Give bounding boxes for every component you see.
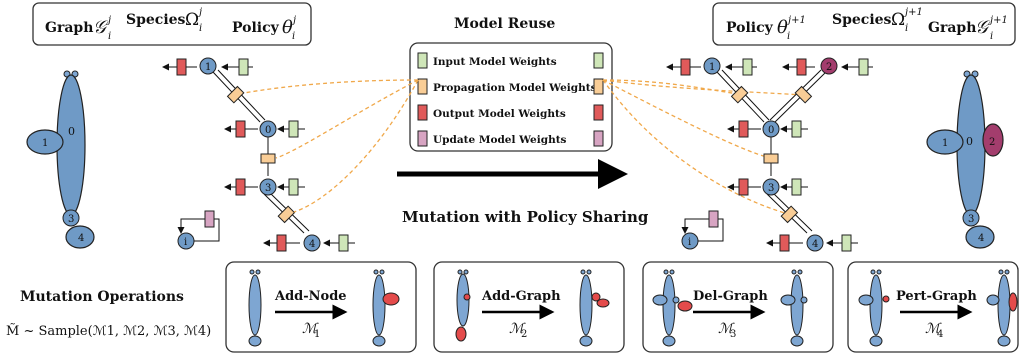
right-creature: 0 1 2 3 4 xyxy=(926,70,1004,249)
right-node-3: 3 xyxy=(768,183,774,194)
left-node-4: 4 xyxy=(309,239,315,250)
left-species-sub: i xyxy=(199,23,202,34)
op-label-pert-graph: Pert-Graph xyxy=(896,289,977,304)
legend-swatch-left xyxy=(417,130,428,147)
op-label-del-graph: Del-Graph xyxy=(693,289,768,304)
left-creature: 0 1 3 4 xyxy=(26,70,95,249)
op-sub-add-graph: 2 xyxy=(521,329,527,340)
right-node-0: 0 xyxy=(768,125,774,136)
right-policy-sup: j+1 xyxy=(786,15,806,26)
left-policy-sub: i xyxy=(292,31,295,42)
op-box-add-graph: Add-Graph ℳ 2 xyxy=(433,261,625,353)
legend-label: Update Model Weights xyxy=(433,134,567,146)
left-policy-label: Policy xyxy=(232,20,280,36)
op-label-add-node: Add-Node xyxy=(274,289,347,304)
op-sym-add-graph: ℳ xyxy=(509,321,526,337)
legend-swatch-left xyxy=(417,78,428,95)
right-species-sub: i xyxy=(905,23,908,34)
left-species-label: Species xyxy=(126,12,186,28)
model-reuse-box xyxy=(409,42,613,152)
right-header-box xyxy=(712,2,1016,46)
right-species-symbol: Ω xyxy=(891,10,905,30)
left-body-label-4: 4 xyxy=(78,233,84,244)
left-node-i: i xyxy=(184,237,187,248)
legend-swatch-right xyxy=(593,78,604,95)
right-node-4: 4 xyxy=(812,239,818,250)
right-node-1: 1 xyxy=(709,62,715,73)
weight-sharing-links xyxy=(243,79,803,214)
op-box-del-graph: Del-Graph ℳ 3 xyxy=(642,261,834,353)
left-species-symbol: Ω xyxy=(185,10,199,30)
right-graph-label: Graph xyxy=(928,20,976,36)
op-sym-del-graph: ℳ xyxy=(718,321,735,337)
left-graph-sup: j xyxy=(106,15,111,26)
right-node-i: i xyxy=(688,237,691,248)
left-graph-label: Graph xyxy=(45,20,93,36)
left-node-0: 0 xyxy=(265,125,271,136)
op-sub-pert-graph: 4 xyxy=(937,329,943,340)
right-policy-symbol: θ xyxy=(777,17,788,38)
left-species-sup: j xyxy=(197,7,202,18)
op-sub-add-node: 1 xyxy=(314,329,320,340)
left-policy-symbol: θ xyxy=(282,17,293,38)
op-sym-add-node: ℳ xyxy=(302,321,319,337)
right-body-label-4: 4 xyxy=(978,233,984,244)
legend-label: Input Model Weights xyxy=(433,56,557,68)
right-graph-sup: j+1 xyxy=(988,15,1008,26)
right-body-label-0: 0 xyxy=(966,135,973,148)
right-graph-sub: i xyxy=(990,31,993,42)
left-graph-symbol: 𝒢 xyxy=(93,17,109,38)
op-sub-del-graph: 3 xyxy=(730,329,736,340)
mutation-title: Mutation with Policy Sharing xyxy=(402,208,649,226)
mutation-ops-formula: M̃ ~ Sample(ℳ1, ℳ2, ℳ3, ℳ4) xyxy=(6,323,211,339)
right-policy-sub: i xyxy=(787,31,790,42)
right-graph-symbol: 𝒢 xyxy=(975,17,991,38)
legend-swatch-right xyxy=(593,130,604,147)
right-body-label-2: 2 xyxy=(989,137,995,148)
legend-label: Propagation Model Weights xyxy=(433,82,597,94)
right-body-label-3: 3 xyxy=(968,214,974,225)
legend-swatch-left xyxy=(417,52,428,69)
left-header-box xyxy=(32,2,312,46)
legend-swatch-right xyxy=(593,104,604,121)
model-reuse-title: Model Reuse xyxy=(454,16,555,32)
left-body-label-1: 1 xyxy=(42,138,48,149)
legend-swatch-right xyxy=(593,52,604,69)
right-species-sup: j+1 xyxy=(903,7,923,18)
left-node-1: 1 xyxy=(205,62,211,73)
left-policy-sup: j xyxy=(291,15,296,26)
left-node-3: 3 xyxy=(265,183,271,194)
legend-swatch-left xyxy=(417,104,428,121)
left-graph: 1 0 3 4 i xyxy=(162,57,355,252)
left-graph-sub: i xyxy=(108,31,111,42)
op-label-add-graph: Add-Graph xyxy=(481,289,561,304)
right-node-2: 2 xyxy=(826,62,832,73)
legend-label: Output Model Weights xyxy=(433,108,566,120)
left-body-label-3: 3 xyxy=(68,214,74,225)
left-body-label-0: 0 xyxy=(68,125,75,138)
right-species-label: Species xyxy=(832,12,892,28)
op-sym-pert-graph: ℳ xyxy=(925,321,942,337)
right-graph: 1 2 0 3 4 i xyxy=(666,57,873,252)
right-body-label-1: 1 xyxy=(942,138,948,149)
right-policy-label: Policy xyxy=(726,20,774,36)
op-box-pert-graph: Pert-Graph ℳ 4 xyxy=(847,261,1019,353)
mutation-ops-title: Mutation Operations xyxy=(20,289,184,305)
op-box-add-node: Add-Node ℳ 1 xyxy=(225,261,417,353)
